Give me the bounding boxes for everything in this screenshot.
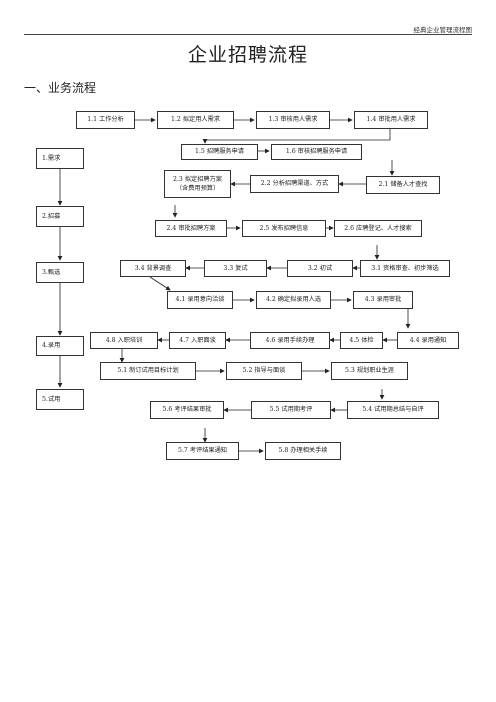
step-2-2: 2.2 分析招聘渠道、方式 bbox=[250, 175, 339, 193]
step-2-1: 2.1 储备人才查找 bbox=[366, 176, 440, 194]
stage-recruit: 2.招募 bbox=[36, 206, 84, 227]
step-1-6: 1.6 审核招聘服务申请 bbox=[271, 144, 362, 160]
step-4-3: 4.3 录用审批 bbox=[353, 291, 413, 309]
stage-selection: 3.甄选 bbox=[36, 262, 84, 283]
stage-hire: 4.录用 bbox=[36, 336, 84, 356]
step-3-4: 3.4 背景调查 bbox=[120, 260, 186, 277]
running-header: 经典企业管理流程图 bbox=[413, 26, 473, 34]
step-2-6: 2.6 应聘登记、人才搜索 bbox=[334, 220, 422, 237]
step-2-4: 2.4 审批招聘方案 bbox=[155, 220, 227, 237]
step-3-3: 3.3 复试 bbox=[204, 260, 267, 277]
step-4-8: 4.8 入职培训 bbox=[90, 332, 158, 349]
stage-demand: 1.需求 bbox=[36, 148, 84, 169]
header-divider bbox=[24, 34, 472, 35]
step-4-1: 4.1 录用意向洽谈 bbox=[167, 291, 233, 309]
step-5-6: 5.6 考评结果审批 bbox=[150, 401, 224, 419]
step-4-4: 4.4 录用通知 bbox=[397, 332, 459, 349]
step-1-4: 1.4 审批用人需求 bbox=[354, 111, 428, 129]
step-2-3: 2.3 拟定招聘方案 （含费用预算） bbox=[164, 170, 231, 198]
step-5-3: 5.3 规划职业生涯 bbox=[331, 362, 408, 380]
step-1-5: 1.5 招聘服务申请 bbox=[181, 144, 258, 160]
page-title: 企业招聘流程 bbox=[187, 44, 308, 66]
section-heading: 一、业务流程 bbox=[24, 81, 97, 95]
step-1-3: 1.3 审核用人需求 bbox=[256, 111, 330, 129]
step-1-1: 1.1 工作分析 bbox=[76, 111, 135, 129]
step-3-2: 3.2 初试 bbox=[287, 260, 353, 277]
step-4-7: 4.7 入职面谈 bbox=[169, 332, 226, 349]
step-2-5: 2.5 发布招聘信息 bbox=[242, 220, 326, 237]
step-4-5: 4.5 体检 bbox=[340, 332, 383, 349]
step-4-6: 4.6 录用手续办理 bbox=[250, 332, 330, 349]
step-5-5: 5.5 试用期考评 bbox=[251, 401, 331, 419]
step-1-2: 1.2 拟定用人需求 bbox=[157, 111, 234, 129]
stage-probation: 5.试用 bbox=[36, 389, 84, 410]
step-2-3-line1: 2.3 拟定招聘方案 bbox=[173, 175, 222, 183]
step-5-1: 5.1 制订试用目标计划 bbox=[100, 362, 196, 380]
step-3-1: 3.1 资格审查、初步筛选 bbox=[360, 260, 450, 277]
step-2-3-line2: （含费用预算） bbox=[175, 185, 220, 192]
step-5-7: 5.7 考评结果通知 bbox=[166, 442, 239, 460]
step-5-8: 5.8 办理相关手续 bbox=[265, 442, 341, 460]
step-4-2: 4.2 确定拟录用人选 bbox=[256, 291, 331, 309]
step-5-4: 5.4 试用期总结与自评 bbox=[347, 401, 439, 419]
step-5-2: 5.2 指导与面谈 bbox=[226, 362, 302, 380]
